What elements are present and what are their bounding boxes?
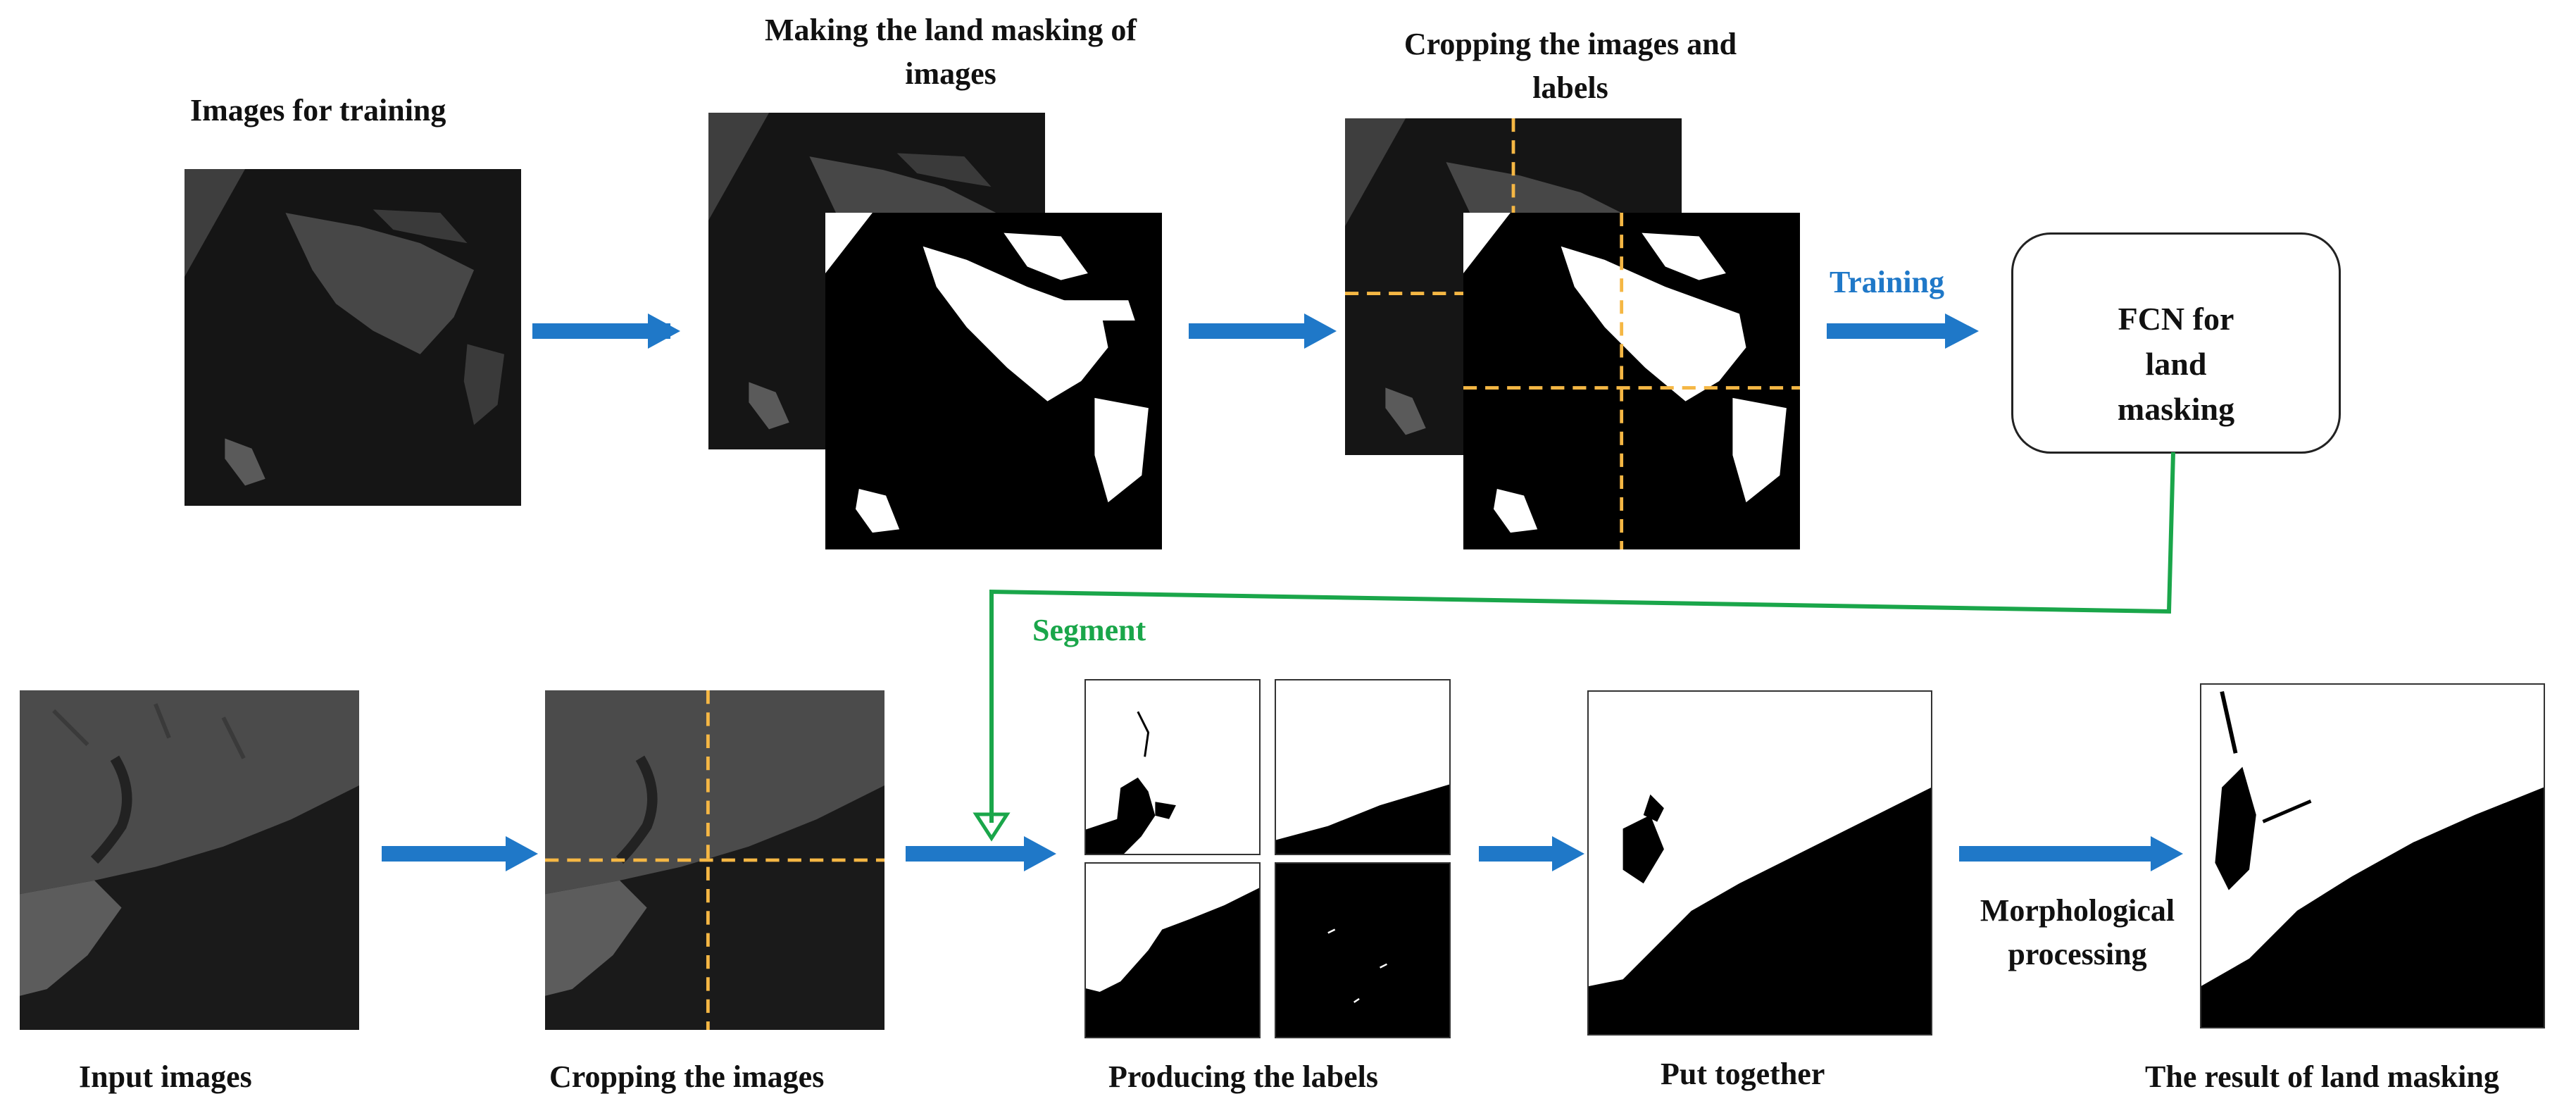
label-put-together: Put together (1661, 1057, 1825, 1091)
label-producing-labels: Producing the labels (1108, 1059, 1379, 1094)
cropped-input-image (545, 690, 884, 1030)
cropping-label-front (1463, 213, 1800, 549)
arrow-cropped-to-labels (906, 836, 1056, 871)
training-sar-image (185, 169, 521, 506)
arrow-cropping-to-fcn (1827, 313, 1979, 349)
arrow-put-together-to-result (1959, 836, 2183, 871)
label-images-for-training: Images for training (190, 93, 446, 128)
arrow-input-to-cropped (382, 836, 538, 871)
arrow-training-to-masking (532, 313, 680, 349)
label-tile-bottom-left (1084, 862, 1261, 1038)
fcn-node-label: FCN for land masking (2117, 301, 2235, 427)
stitched-label-image (1587, 690, 1932, 1036)
land-mask-label-front (825, 213, 1162, 549)
label-cropping-images: Cropping the images (549, 1059, 825, 1094)
label-input-images: Input images (79, 1059, 252, 1094)
label-result-land-masking: The result of land masking (2145, 1059, 2499, 1094)
input-sar-image (20, 690, 359, 1030)
label-tile-top-left (1084, 679, 1261, 855)
label-training: Training (1830, 265, 1945, 299)
label-morphological-processing: Morphological processing (1980, 893, 2175, 971)
arrow-labels-to-put-together (1479, 836, 1584, 871)
result-land-mask-image (2200, 683, 2545, 1028)
label-making-land-masking: Making the land masking of images (764, 13, 1137, 91)
label-cropping-images-labels: Cropping the images and labels (1403, 27, 1737, 105)
label-tile-top-right (1275, 679, 1451, 855)
label-tile-bottom-right (1275, 862, 1451, 1038)
label-segment: Segment (1032, 613, 1146, 647)
fcn-node: FCN for land masking (2011, 232, 2341, 454)
arrow-masking-to-cropping (1189, 313, 1337, 349)
